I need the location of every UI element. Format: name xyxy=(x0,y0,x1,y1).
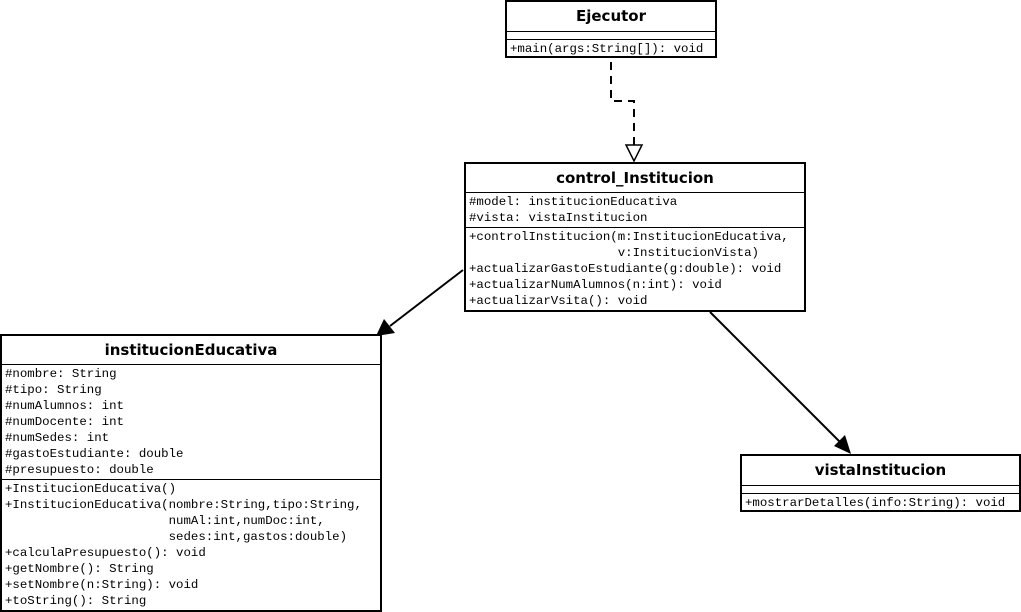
operations-compartment: +InstitucionEducativa() +InstitucionEduca… xyxy=(2,479,380,610)
filled-arrowhead xyxy=(376,319,395,336)
class-operation: +getNombre(): String xyxy=(5,562,154,576)
class-operation: +InstitucionEducativa(nombre:String,tipo… xyxy=(5,498,362,512)
class-operation: +actualizarVsita(): void xyxy=(469,294,648,308)
hollow-triangle-arrowhead xyxy=(624,144,644,163)
class-name: Ejecutor xyxy=(507,2,715,32)
association-edge-control-vista xyxy=(709,311,841,443)
class-attribute: #presupuesto: double xyxy=(5,463,154,477)
class-vista-institucion[interactable]: vistaInstitucion +mostrarDetalles(info:S… xyxy=(740,454,1021,512)
operations-compartment: +main(args:String[]): void xyxy=(507,39,715,56)
class-operation: +InstitucionEducativa() xyxy=(5,482,177,496)
attributes-compartment xyxy=(507,32,715,39)
class-operation: +setNombre(n:String): void xyxy=(5,578,199,592)
class-operation: +actualizarNumAlumnos(n:int): void xyxy=(469,278,722,292)
class-name: vistaInstitucion xyxy=(742,456,1019,486)
class-operation: +mostrarDetalles(info:String): void xyxy=(745,496,1006,510)
class-name: institucionEducativa xyxy=(2,336,380,365)
class-operation: +main(args:String[]): void xyxy=(510,42,704,56)
class-attribute: #gastoEstudiante: double xyxy=(5,447,184,461)
class-attribute: #numSedes: int xyxy=(5,431,110,445)
class-attribute: #numDocente: int xyxy=(5,415,124,429)
dependency-edge-ejecutor-control xyxy=(610,62,635,145)
class-ejecutor[interactable]: Ejecutor +main(args:String[]): void xyxy=(505,0,717,58)
class-attribute: #nombre: String xyxy=(5,367,117,381)
class-attribute: #tipo: String xyxy=(5,383,102,397)
class-operation: +toString(): String xyxy=(5,594,147,608)
attributes-compartment xyxy=(742,486,1019,493)
class-attribute: #model: institucionEducativa xyxy=(469,195,678,209)
attributes-compartment: #nombre: String #tipo: String #numAlumnos:… xyxy=(2,365,380,479)
class-attribute: #vista: vistaInstitucion xyxy=(469,211,648,225)
operations-compartment: +controlInstitucion(m:InstitucionEducati… xyxy=(466,227,804,310)
class-operation: sedes:int,gastos:double) xyxy=(5,530,348,544)
class-operation: numAl:int,numDoc:int, xyxy=(5,514,325,528)
class-operation: v:InstitucionVista) xyxy=(469,246,759,260)
filled-arrowhead xyxy=(834,435,851,454)
attributes-compartment: #model: institucionEducativa #vista: vist… xyxy=(466,193,804,227)
class-operation: +calculaPresupuesto(): void xyxy=(5,546,206,560)
class-attribute: #numAlumnos: int xyxy=(5,399,124,413)
class-control-institucion[interactable]: control_Institucion #model: institucionE… xyxy=(464,162,806,312)
class-operation: +controlInstitucion(m:InstitucionEducati… xyxy=(469,230,789,244)
class-operation: +actualizarGastoEstudiante(g:double): vo… xyxy=(469,262,782,276)
association-edge-control-institucion xyxy=(389,269,464,327)
class-name: control_Institucion xyxy=(466,164,804,193)
class-institucion-educativa[interactable]: institucionEducativa #nombre: String #tip… xyxy=(0,334,382,612)
operations-compartment: +mostrarDetalles(info:String): void xyxy=(742,493,1019,510)
